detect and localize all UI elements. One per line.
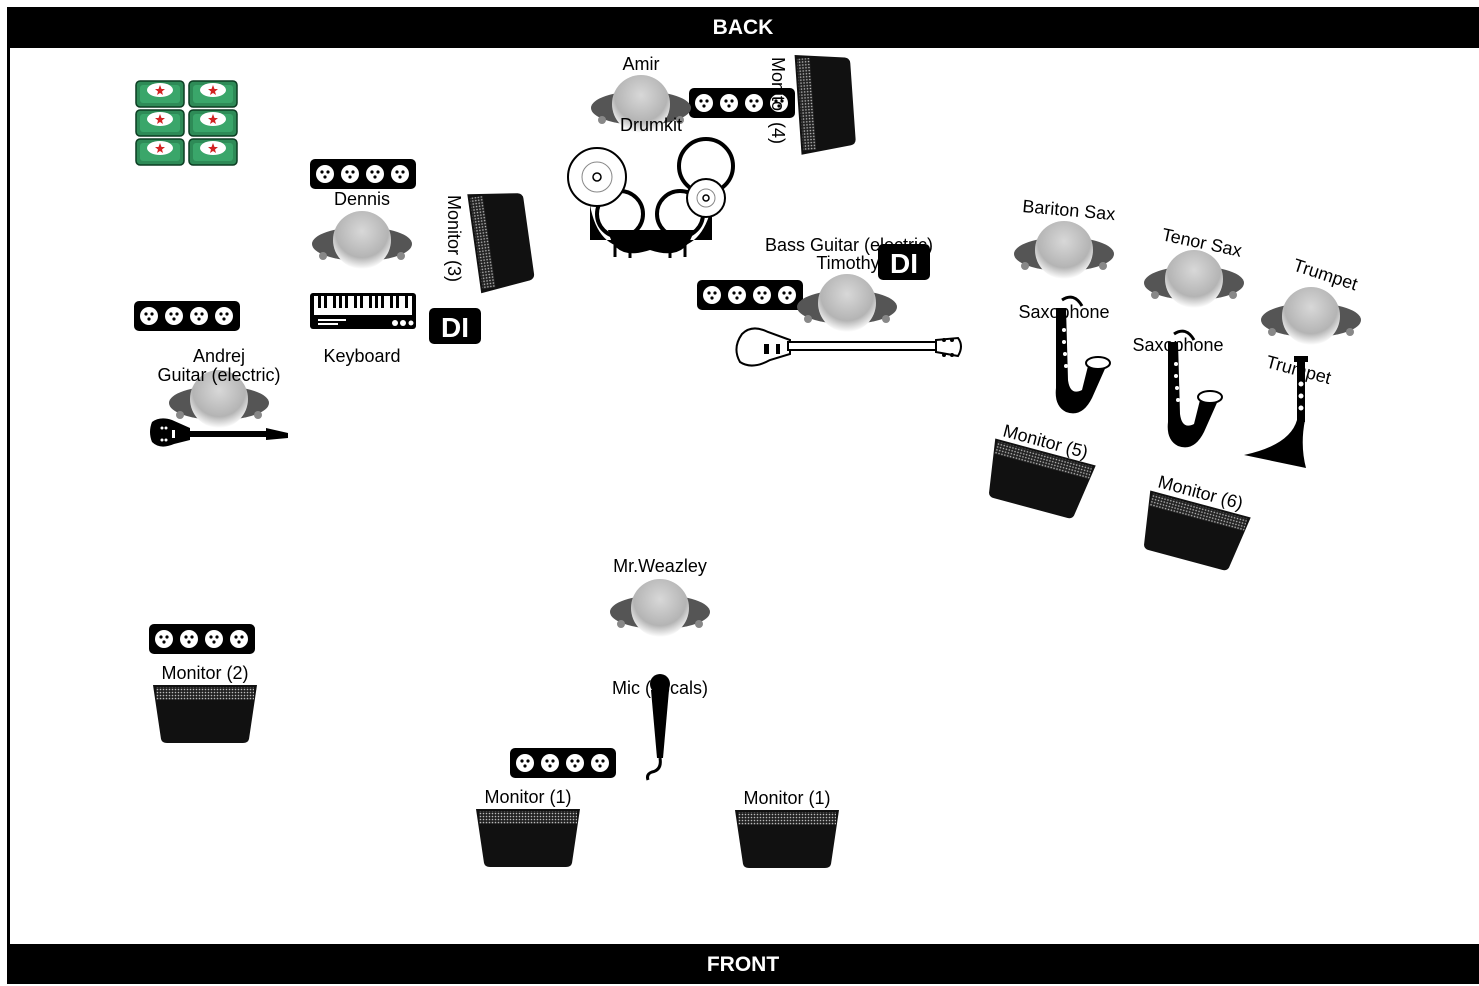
power-strip-icon bbox=[697, 280, 803, 310]
monitor-wedge-icon bbox=[794, 55, 856, 155]
instrument-label-keyboard: Keyboard bbox=[323, 346, 400, 366]
monitor-wedge-icon bbox=[467, 193, 535, 294]
monitor-label-1a: Monitor (1) bbox=[484, 787, 571, 807]
instrument-label-drumkit: Drumkit bbox=[620, 115, 682, 135]
monitor-label-3: Monitor (3) bbox=[444, 195, 464, 282]
musician-label-mr-weazley: Mr.Weazley bbox=[613, 556, 707, 576]
musician-label-amir: Amir bbox=[623, 54, 660, 74]
di-box-icon bbox=[429, 308, 481, 344]
musician-icon bbox=[312, 211, 412, 269]
bass-guitar-icon bbox=[735, 327, 962, 367]
stage-left-edge bbox=[7, 7, 10, 984]
musician-icon bbox=[1014, 221, 1114, 279]
musician-icon bbox=[1261, 287, 1361, 345]
beer-crate-icon bbox=[135, 80, 238, 166]
monitor-wedge-icon bbox=[989, 438, 1096, 519]
power-strip-icon bbox=[149, 624, 255, 654]
instrument-label-guitar: Guitar (electric) bbox=[157, 365, 280, 385]
front-label: FRONT bbox=[706, 953, 780, 976]
musician-label-dennis: Dennis bbox=[334, 189, 390, 209]
power-strip-icon bbox=[310, 159, 416, 189]
musician-icon bbox=[610, 579, 710, 637]
monitor-label-4: Monitor (4) bbox=[768, 57, 788, 144]
musician-icon bbox=[1144, 250, 1244, 308]
back-label: BACK bbox=[712, 16, 774, 39]
back-banner: BACK bbox=[7, 7, 1479, 48]
instrument-label-bass: Bass Guitar (electric) bbox=[765, 235, 933, 255]
monitor-wedge-icon bbox=[1144, 490, 1251, 571]
trumpet-icon bbox=[1244, 356, 1308, 468]
monitor-label-1b: Monitor (1) bbox=[743, 788, 830, 808]
microphone-icon bbox=[646, 674, 670, 781]
monitor-wedge-icon bbox=[476, 809, 580, 867]
guitar-icon bbox=[150, 418, 288, 447]
musician-label-andrej: Andrej bbox=[193, 346, 245, 366]
power-strip-icon bbox=[510, 748, 616, 778]
musician-icon bbox=[797, 274, 897, 332]
musician-label-trumpet: Trumpet bbox=[1291, 255, 1360, 295]
keyboard-icon bbox=[310, 293, 416, 329]
musician-label-bariton-sax: Bariton Sax bbox=[1022, 196, 1116, 224]
instrument-label-mic: Mic (vocals) bbox=[612, 678, 708, 698]
monitor-wedge-icon bbox=[153, 685, 257, 743]
power-strip-icon bbox=[134, 301, 240, 331]
musician-label-timothy: Timothy bbox=[816, 253, 879, 273]
drumkit-icon bbox=[567, 137, 735, 258]
monitor-label-2: Monitor (2) bbox=[161, 663, 248, 683]
monitor-wedge-icon bbox=[735, 810, 839, 868]
front-banner: FRONT bbox=[7, 944, 1479, 984]
